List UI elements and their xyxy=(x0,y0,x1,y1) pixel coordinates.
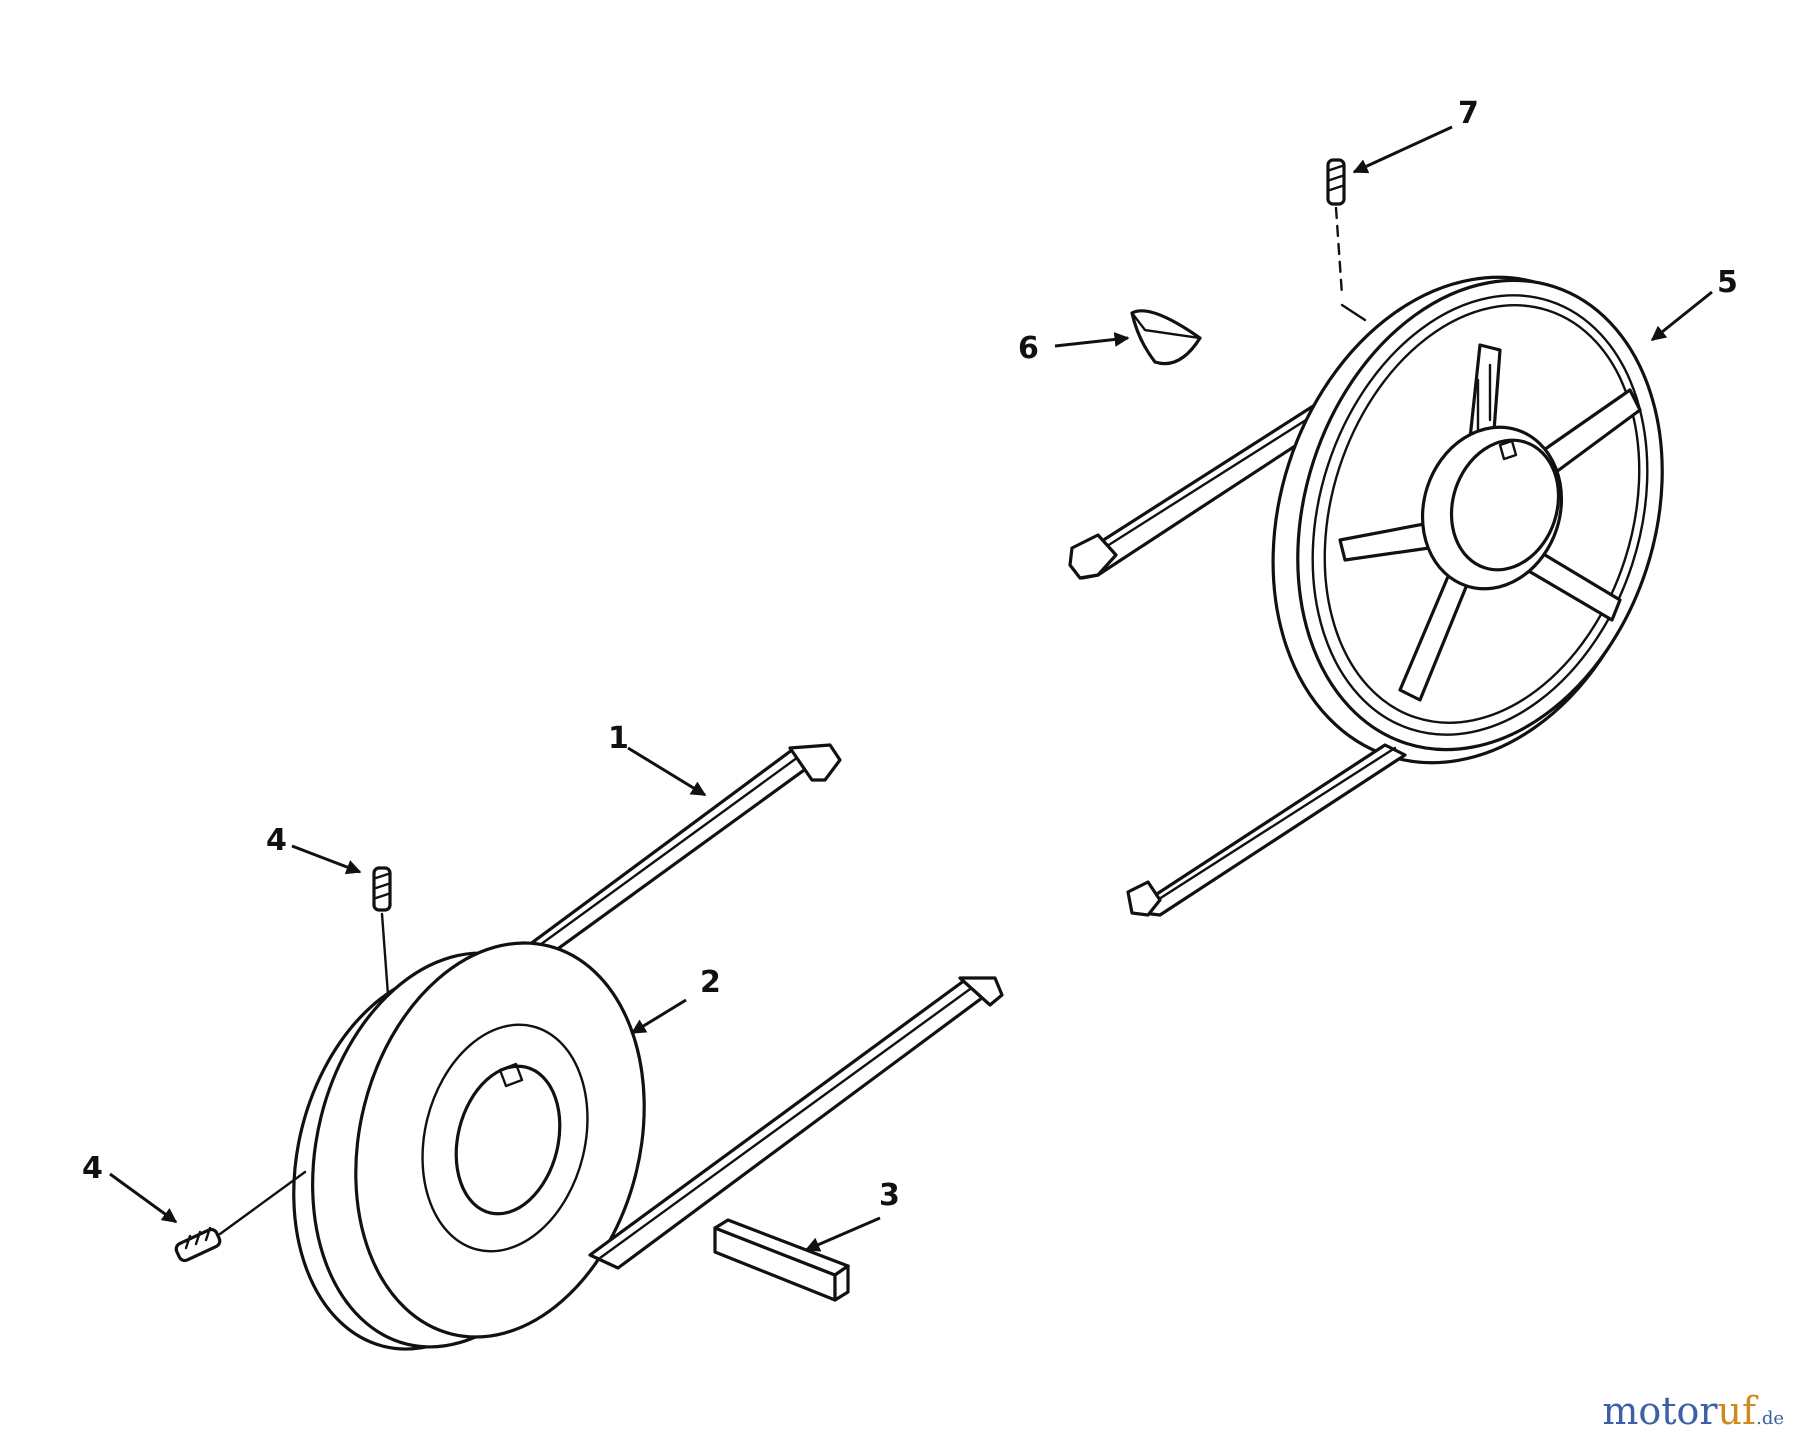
callout-6: 6 xyxy=(1018,331,1039,366)
leader-7 xyxy=(1352,125,1453,174)
woodruff-key xyxy=(1130,309,1202,366)
callout-5: 5 xyxy=(1717,265,1738,300)
leader-1 xyxy=(627,746,707,797)
large-pulley-hub-front xyxy=(1449,438,1561,572)
v-belt-lower-run xyxy=(588,976,1004,1270)
leader-2 xyxy=(630,998,687,1035)
drive-pulley-assembly xyxy=(292,743,1004,1351)
set-screw-top-left xyxy=(372,866,392,997)
leader-5 xyxy=(1650,290,1713,342)
set-screw-right xyxy=(1326,158,1367,322)
small-pulley-keyway xyxy=(498,1062,524,1088)
leader-3 xyxy=(804,1216,881,1252)
callout-3: 3 xyxy=(879,1178,900,1213)
driven-pulley-assembly xyxy=(1068,275,1664,917)
callout-4-top: 4 xyxy=(266,823,287,858)
square-key xyxy=(713,1218,850,1302)
set-screw-bottom-left xyxy=(174,1170,307,1263)
watermark-part2: uf xyxy=(1717,1389,1757,1433)
callout-4-bottom: 4 xyxy=(82,1151,103,1186)
callout-1: 1 xyxy=(608,721,629,756)
leader-lines xyxy=(109,125,1713,1252)
leader-6 xyxy=(1054,332,1130,348)
callout-labels: 1 2 3 4 4 5 6 7 xyxy=(82,96,1738,1213)
watermark-part1: motor xyxy=(1602,1389,1718,1433)
watermark-suffix: .de xyxy=(1756,1408,1784,1429)
small-pulley-bore xyxy=(454,1064,562,1216)
belt-lower-run-right xyxy=(1126,743,1407,917)
leader-4-bottom xyxy=(109,1172,178,1224)
large-pulley-keyway xyxy=(1498,439,1518,461)
leader-4-top xyxy=(291,844,362,875)
callout-7: 7 xyxy=(1458,96,1479,131)
motoruf-watermark: motoruf.de xyxy=(1602,1389,1784,1433)
callout-2: 2 xyxy=(700,965,721,1000)
